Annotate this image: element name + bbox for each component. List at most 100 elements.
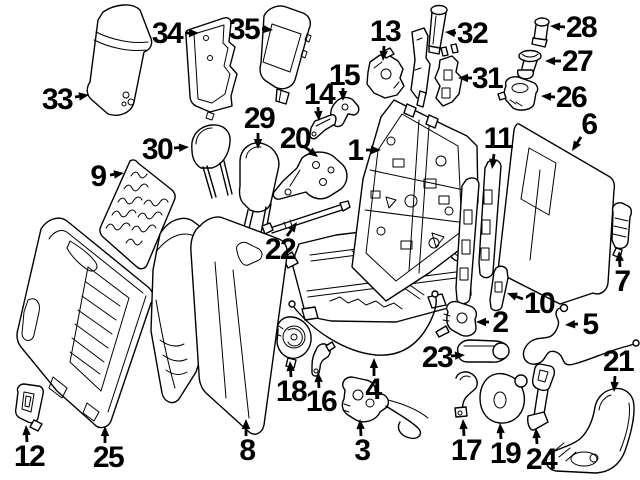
- callout-arrowhead: [610, 381, 619, 392]
- callout-arrowhead: [356, 419, 365, 430]
- callout-arrowhead: [541, 92, 552, 101]
- callout-13[interactable]: 13: [370, 15, 402, 61]
- part-17-hook-bracket: [454, 371, 478, 418]
- callout-33[interactable]: 33: [42, 83, 89, 116]
- part-30-headrest: [191, 124, 233, 199]
- callout-arrowhead: [496, 423, 505, 434]
- callout-label-26: 26: [556, 81, 587, 114]
- callout-arrowhead: [178, 143, 189, 152]
- callout-label-8: 8: [239, 434, 255, 467]
- callout-label-22: 22: [265, 233, 296, 266]
- callout-arrowhead: [369, 358, 379, 368]
- callout-label-12: 12: [14, 440, 45, 473]
- callout-6[interactable]: 6: [572, 108, 599, 151]
- callout-arrowhead: [100, 426, 110, 436]
- callout-arrow: [74, 95, 80, 99]
- callout-label-11: 11: [484, 122, 514, 155]
- callout-label-1: 1: [347, 134, 363, 167]
- callout-arrowhead: [241, 419, 251, 429]
- callout-label-21: 21: [603, 345, 634, 378]
- callout-27[interactable]: 27: [545, 45, 594, 78]
- callout-19[interactable]: 19: [490, 423, 522, 470]
- part-6-rear-panel: [498, 123, 616, 305]
- callout-arrowhead: [550, 22, 561, 31]
- callout-label-15: 15: [329, 59, 360, 92]
- callout-32[interactable]: 32: [445, 17, 489, 50]
- part-16-lever: [311, 341, 336, 377]
- callout-arrow: [576, 136, 583, 144]
- callout-label-29: 29: [244, 102, 275, 135]
- callout-28[interactable]: 28: [550, 11, 598, 44]
- part-23-handle: [456, 339, 510, 363]
- callout-35[interactable]: 35: [229, 13, 273, 46]
- callout-16[interactable]: 16: [306, 372, 338, 418]
- callout-arrowhead: [253, 139, 263, 149]
- callout-label-4: 4: [365, 373, 382, 406]
- callout-label-10: 10: [524, 287, 555, 320]
- callout-label-17: 17: [451, 434, 482, 467]
- callout-18[interactable]: 18: [276, 361, 308, 408]
- callout-label-19: 19: [490, 437, 521, 470]
- callout-8[interactable]: 8: [239, 419, 257, 467]
- part-7-bracket: [611, 202, 633, 259]
- callout-9[interactable]: 9: [90, 160, 124, 193]
- callout-10[interactable]: 10: [507, 287, 556, 320]
- callout-12[interactable]: 12: [14, 425, 46, 473]
- callout-21[interactable]: 21: [603, 345, 635, 392]
- callout-11[interactable]: 11: [484, 122, 515, 169]
- callout-arrowhead: [22, 425, 31, 436]
- callout-arrowhead: [314, 372, 323, 383]
- callout-3[interactable]: 3: [354, 419, 372, 467]
- part-22-rod: [261, 200, 351, 235]
- callout-label-16: 16: [306, 385, 337, 418]
- callout-7[interactable]: 7: [614, 251, 632, 298]
- callout-2[interactable]: 2: [476, 306, 510, 339]
- callout-arrowhead: [454, 351, 465, 360]
- callout-arrowhead: [458, 73, 468, 83]
- callout-arrowhead: [445, 28, 456, 38]
- callout-arrowhead: [459, 419, 468, 430]
- callout-arrowhead: [78, 92, 89, 101]
- callout-label-28: 28: [566, 11, 597, 44]
- callout-31[interactable]: 31: [458, 62, 504, 95]
- callout-17[interactable]: 17: [451, 419, 483, 467]
- callout-30[interactable]: 30: [142, 133, 189, 166]
- part-upper-bracket: [410, 27, 431, 99]
- callout-label-34: 34: [152, 17, 184, 50]
- callout-15[interactable]: 15: [329, 59, 361, 101]
- callout-5[interactable]: 5: [565, 308, 600, 341]
- callout-4[interactable]: 4: [365, 358, 384, 406]
- callout-23[interactable]: 23: [422, 341, 465, 374]
- callout-label-6: 6: [581, 108, 597, 141]
- part-19-cover: [479, 372, 528, 424]
- part-26-bracket: [497, 76, 539, 111]
- callout-arrowhead: [489, 158, 498, 169]
- callout-label-14: 14: [304, 78, 336, 111]
- callout-arrowhead: [379, 50, 388, 61]
- callout-20[interactable]: 20: [280, 122, 318, 157]
- callout-arrowhead: [476, 317, 486, 327]
- part-33-armrest: [86, 4, 153, 116]
- callout-14[interactable]: 14: [304, 78, 337, 121]
- callout-arrowhead: [307, 147, 318, 157]
- callout-label-31: 31: [472, 62, 503, 95]
- callout-arrowhead: [286, 361, 295, 372]
- callout-label-24: 24: [526, 443, 558, 476]
- callout-arrowhead: [615, 251, 624, 262]
- callout-arrow: [285, 229, 293, 237]
- part-1-seat-frame: [282, 90, 479, 323]
- callout-1[interactable]: 1: [347, 134, 381, 167]
- callout-26[interactable]: 26: [541, 81, 588, 114]
- callout-arrowhead: [189, 28, 199, 38]
- callout-arrowhead: [262, 24, 273, 34]
- part-27-cap: [516, 49, 542, 80]
- callout-25[interactable]: 25: [93, 426, 125, 474]
- callout-24[interactable]: 24: [526, 428, 559, 476]
- callout-label-20: 20: [280, 122, 311, 155]
- callout-arrowhead: [565, 320, 576, 329]
- callout-34[interactable]: 34: [152, 17, 199, 50]
- callout-22[interactable]: 22: [265, 222, 297, 266]
- callout-29[interactable]: 29: [244, 102, 276, 149]
- part-2-latch: [435, 300, 478, 338]
